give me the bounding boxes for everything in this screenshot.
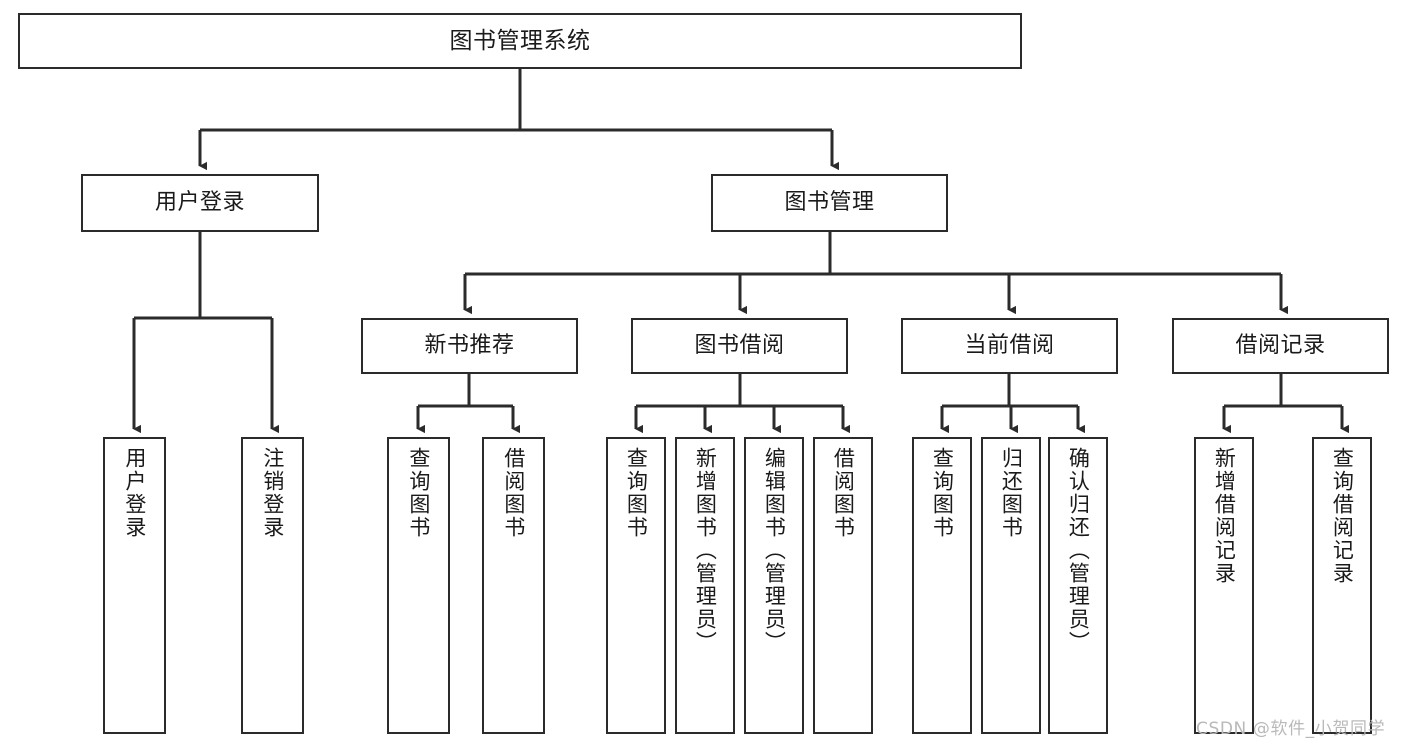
node-leaf-query-book-3-label: 查询图书 (930, 447, 955, 539)
node-borrow-record[interactable]: 借阅记录 (1172, 318, 1389, 374)
node-leaf-query-book-2[interactable]: 查询图书 (606, 437, 666, 734)
node-leaf-query-book-2-label: 查询图书 (624, 447, 649, 539)
node-leaf-borrow-book-2-label: 借阅图书 (831, 447, 856, 539)
csdn-watermark: CSDN @软件_小贺同学 (1196, 719, 1386, 739)
node-leaf-borrow-book-1-label: 借阅图书 (501, 447, 526, 539)
node-leaf-borrow-book-1[interactable]: 借阅图书 (482, 437, 545, 734)
node-new-book-recommend[interactable]: 新书推荐 (361, 318, 578, 374)
node-leaf-confirm-return[interactable]: 确认归还（管理员） (1048, 437, 1108, 734)
node-book-borrow[interactable]: 图书借阅 (631, 318, 848, 374)
node-leaf-user-login[interactable]: 用户登录 (103, 437, 166, 734)
node-leaf-add-book[interactable]: 新增图书（管理员） (675, 437, 735, 734)
node-borrow-record-label: 借阅记录 (1235, 333, 1326, 359)
node-leaf-add-record-label: 新增借阅记录 (1212, 447, 1237, 585)
node-leaf-add-record[interactable]: 新增借阅记录 (1194, 437, 1254, 734)
node-current-borrow[interactable]: 当前借阅 (901, 318, 1118, 374)
node-leaf-return-book[interactable]: 归还图书 (981, 437, 1041, 734)
node-leaf-add-book-label: 新增图书（管理员） (693, 447, 718, 654)
node-root[interactable]: 图书管理系统 (18, 13, 1022, 69)
node-root-label: 图书管理系统 (449, 27, 591, 54)
node-user-login[interactable]: 用户登录 (81, 174, 319, 232)
node-new-book-recommend-label: 新书推荐 (424, 333, 515, 359)
node-current-borrow-label: 当前借阅 (964, 333, 1055, 359)
node-leaf-query-record[interactable]: 查询借阅记录 (1312, 437, 1372, 734)
node-book-management-label: 图书管理 (784, 190, 875, 216)
node-leaf-query-book-3[interactable]: 查询图书 (912, 437, 972, 734)
node-user-login-label: 用户登录 (154, 190, 245, 216)
node-leaf-edit-book[interactable]: 编辑图书（管理员） (744, 437, 804, 734)
node-leaf-return-book-label: 归还图书 (999, 447, 1024, 539)
node-leaf-query-book-1-label: 查询图书 (406, 447, 431, 539)
node-leaf-user-login-label: 用户登录 (122, 447, 147, 539)
node-leaf-logout[interactable]: 注销登录 (241, 437, 304, 734)
node-book-borrow-label: 图书借阅 (694, 333, 785, 359)
node-leaf-confirm-return-label: 确认归还（管理员） (1066, 447, 1091, 654)
node-leaf-query-record-label: 查询借阅记录 (1330, 447, 1355, 585)
node-leaf-edit-book-label: 编辑图书（管理员） (762, 447, 787, 654)
node-book-management[interactable]: 图书管理 (711, 174, 948, 232)
node-leaf-query-book-1[interactable]: 查询图书 (387, 437, 450, 734)
node-leaf-logout-label: 注销登录 (260, 447, 285, 539)
node-leaf-borrow-book-2[interactable]: 借阅图书 (813, 437, 873, 734)
